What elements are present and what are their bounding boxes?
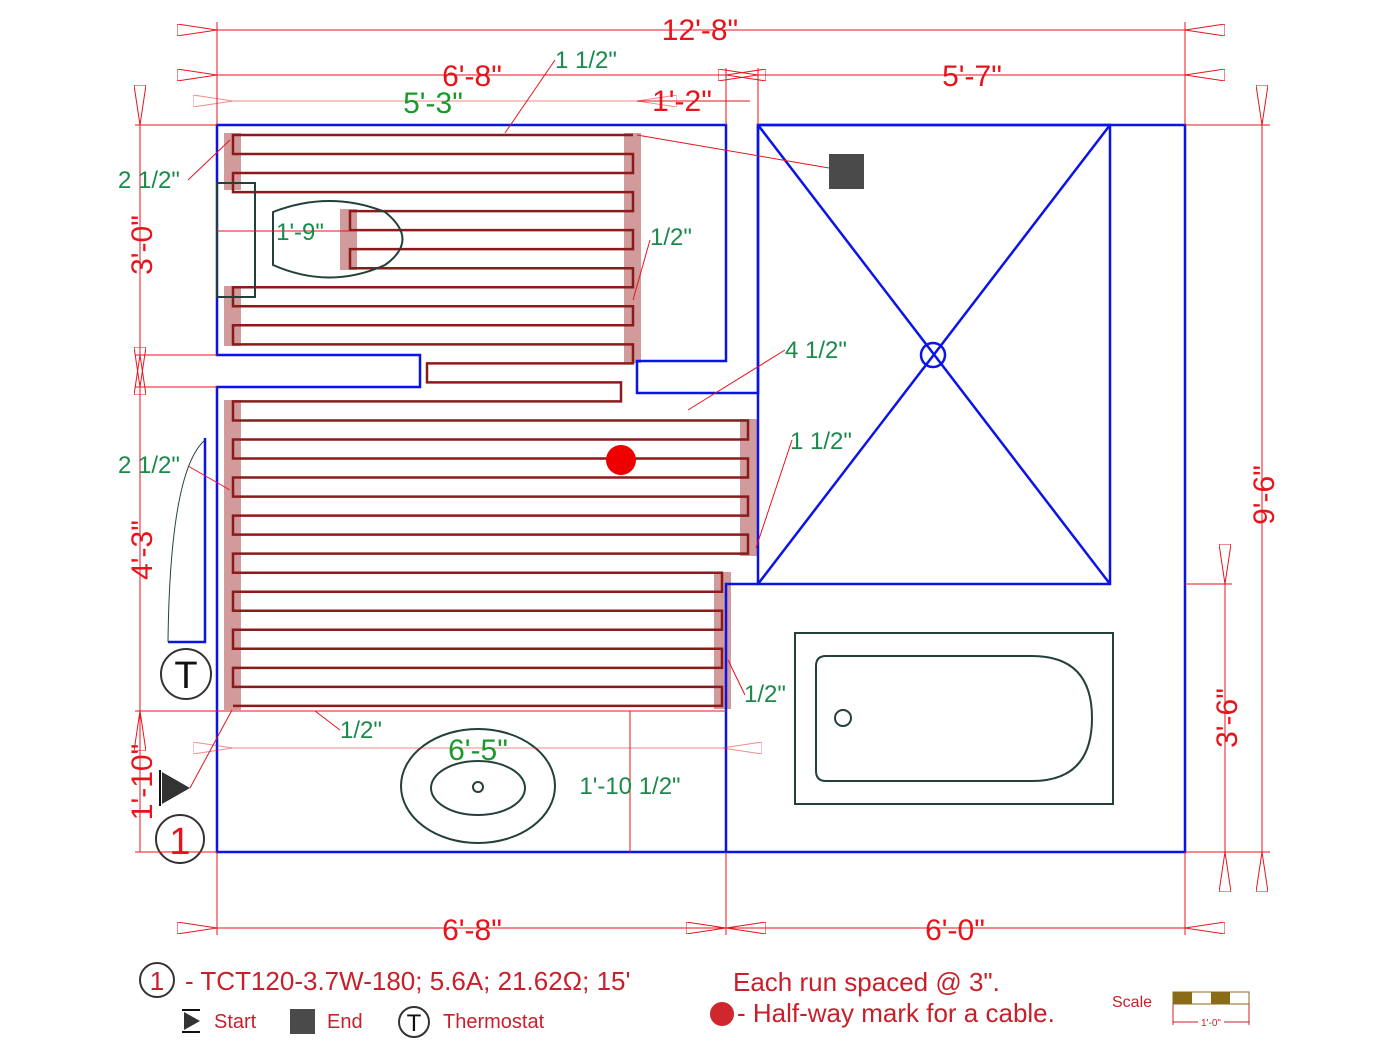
scale-label: Scale (1112, 994, 1152, 1011)
cable-number: 1 (169, 821, 190, 863)
closet-width: 1'-2" (652, 85, 712, 118)
thermostat-icon (398, 1006, 430, 1038)
shower-width: 5'-7" (942, 60, 1002, 93)
shower (756, 123, 1112, 586)
start-marker (162, 772, 190, 804)
offset-label: 1/2" (650, 224, 692, 251)
spacing-note: Each run spaced @ 3". (733, 967, 1000, 997)
offset-label: 1 1/2" (555, 47, 617, 74)
bottom-height: 1'-10" (126, 744, 159, 820)
tub-drain (834, 709, 852, 727)
dimension-lines (135, 22, 1270, 935)
toilet-tank (216, 182, 256, 298)
toilet-clearance: 1'-9" (276, 219, 324, 246)
svg-text:T: T (407, 1010, 422, 1037)
halfway-icon (710, 1002, 734, 1026)
halfway-note: - Half-way mark for a cable. (737, 998, 1055, 1028)
legend-start: Start (214, 1011, 257, 1033)
scale-bar: 1'-0" (1172, 991, 1250, 1029)
offset-label: 1 1/2" (790, 428, 852, 455)
legend-thermostat: Thermostat (443, 1011, 545, 1033)
toilet-bowl (272, 200, 404, 279)
halfway-mark (606, 445, 636, 475)
thermostat-symbol: T (174, 655, 197, 697)
overall-height: 9'-6" (1248, 465, 1281, 525)
tub-height: 3'-6" (1211, 688, 1244, 748)
door-swing (167, 439, 206, 643)
vanity-depth: 1'-10 1/2" (579, 773, 680, 800)
start-icon (184, 1012, 200, 1030)
bathtub (794, 632, 1114, 805)
offset-label: 1/2" (340, 717, 382, 744)
end-icon (290, 1009, 315, 1034)
top-height: 3'-0" (126, 215, 159, 275)
scale-value: 1'-0" (1201, 1018, 1221, 1029)
heated-width-top: 5'-3" (403, 87, 463, 120)
end-marker (829, 154, 864, 189)
heating-cable (231, 133, 750, 708)
heated-width-bottom: 6'-5" (448, 734, 508, 767)
legend-cable-number: 1 (150, 966, 164, 996)
legend-cable-spec: - TCT120-3.7W-180; 5.6A; 21.62Ω; 15' (185, 966, 630, 996)
legend: 1 - TCT120-3.7W-180; 5.6A; 21.62Ω; 15' S… (139, 962, 1250, 1038)
left-room-width: 6'-8" (442, 60, 502, 93)
legend-end: End (327, 1011, 363, 1033)
dimension-labels: 12'-8" 6'-8" 5'-7" 5'-3" 1'-2" 3'-0" 4'-… (118, 14, 1281, 947)
shower-drain (919, 341, 947, 369)
mid-height: 4'-3" (126, 520, 159, 580)
sink-counter (400, 728, 556, 844)
offset-label: 2 1/2" (118, 167, 180, 194)
sink-basin (430, 760, 526, 816)
thermostat-marker (160, 648, 212, 700)
overall-width: 12'-8" (662, 14, 738, 47)
offset-label: 4 1/2" (785, 337, 847, 364)
offset-label: 1/2" (744, 681, 786, 708)
bottom-right-width: 6'-0" (925, 914, 985, 947)
cable-number-marker (155, 814, 205, 864)
bottom-left-width: 6'-8" (442, 914, 502, 947)
offset-label: 2 1/2" (118, 452, 180, 479)
